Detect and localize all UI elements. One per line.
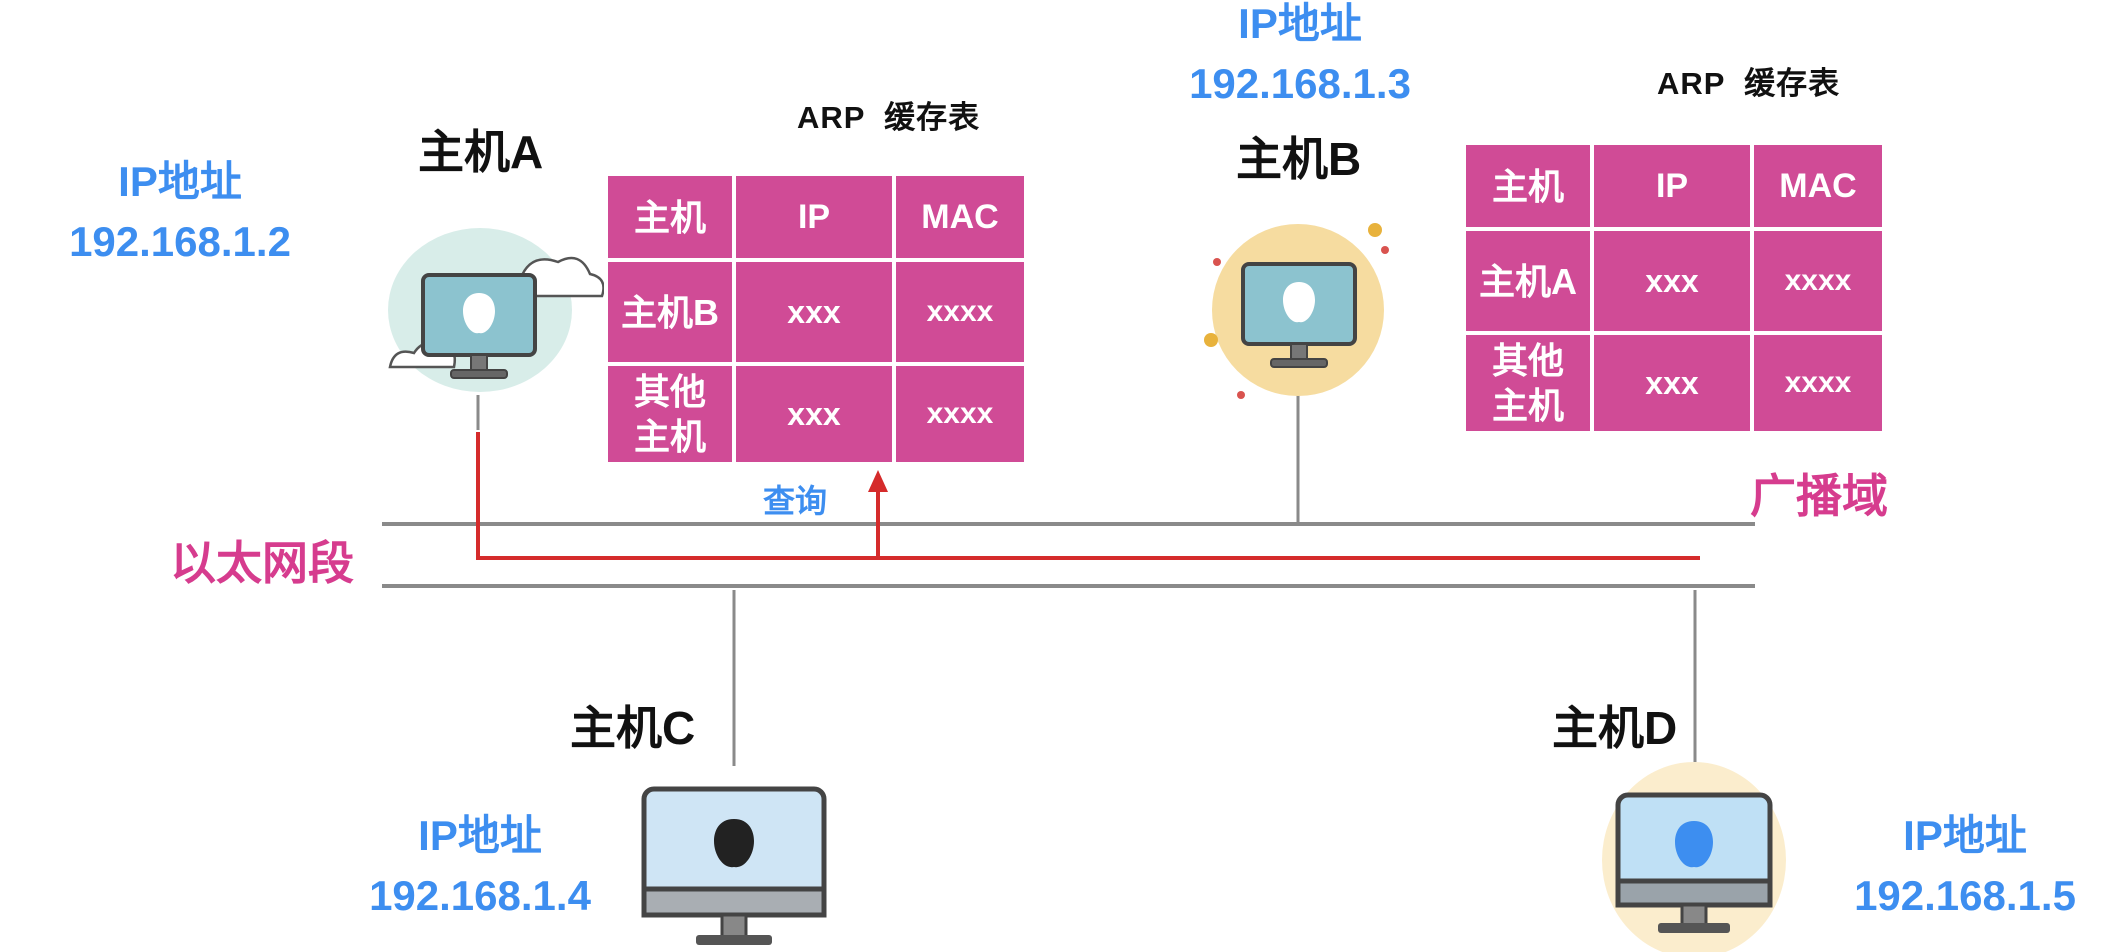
table-header-cell: 主机 [1466, 145, 1590, 227]
query-path [476, 432, 1700, 560]
table-cell-mac: xxxx [896, 262, 1024, 362]
table-header-cell: IP [1594, 145, 1750, 227]
table-header-row: 主机 IP MAC [608, 176, 1024, 258]
host-d-ip-label: IP地址 [1903, 812, 2027, 859]
table-row: 其他 主机 xxx xxxx [1466, 335, 1882, 431]
host-b-name: 主机B [1236, 133, 1362, 185]
arp-table-a-title: ARP 缓存表 [797, 100, 981, 135]
table-cell-host: 主机A [1466, 231, 1590, 331]
broadcast-domain-label: 广播域 [1750, 470, 1888, 522]
host-c-ip-block: IP地址 192.168.1.4 [355, 806, 605, 926]
computer-icon [641, 786, 827, 945]
table-row: 主机B xxx xxxx [608, 262, 1024, 362]
table-header-cell: MAC [1754, 145, 1882, 227]
host-a-ip: 192.168.1.2 [69, 218, 291, 265]
table-header-cell: IP [736, 176, 892, 258]
host-b-ip-label: IP地址 [1238, 0, 1362, 47]
table-cell-mac: xxxx [1754, 231, 1882, 331]
host-b-ip-block: IP地址 192.168.1.3 [1175, 0, 1425, 114]
host-c-ip: 192.168.1.4 [369, 872, 591, 919]
table-header-row: 主机 IP MAC [1466, 145, 1882, 227]
query-arrow-head [868, 470, 888, 492]
arp-table-b-title: ARP 缓存表 [1657, 66, 1841, 101]
query-label: 查询 [763, 483, 828, 519]
host-d-ip: 192.168.1.5 [1854, 872, 2076, 919]
computer-cloud-icon [1602, 762, 1786, 952]
table-row: 主机A xxx xxxx [1466, 231, 1882, 331]
computer-cloud-icon [388, 228, 605, 392]
host-c-ip-label: IP地址 [418, 812, 542, 859]
table-cell-mac: xxxx [896, 366, 1024, 462]
arp-table-a: 主机 IP MAC 主机B xxx xxxx 其他 主机 xxx xxxx [604, 172, 1028, 466]
table-cell-ip: xxx [1594, 231, 1750, 331]
table-cell-host: 其他 主机 [608, 366, 732, 462]
table-cell-mac: xxxx [1754, 335, 1882, 431]
host-c-name: 主机C [570, 702, 696, 754]
table-cell-ip: xxx [736, 262, 892, 362]
host-d-ip-block: IP地址 192.168.1.5 [1840, 806, 2090, 926]
host-a-name: 主机A [418, 126, 544, 178]
computer-sun-icon [1204, 223, 1389, 399]
host-b-ip: 192.168.1.3 [1189, 60, 1411, 107]
segment-label: 以太网段 [170, 537, 354, 589]
table-row: 其他 主机 xxx xxxx [608, 366, 1024, 462]
table-header-cell: MAC [896, 176, 1024, 258]
host-a-ip-block: IP地址 192.168.1.2 [55, 152, 305, 272]
table-cell-host: 主机B [608, 262, 732, 362]
arp-table-b: 主机 IP MAC 主机A xxx xxxx 其他 主机 xxx xxxx [1462, 141, 1886, 435]
table-cell-host: 其他 主机 [1466, 335, 1590, 431]
table-header-cell: 主机 [608, 176, 732, 258]
table-cell-ip: xxx [1594, 335, 1750, 431]
table-cell-ip: xxx [736, 366, 892, 462]
host-a-ip-label: IP地址 [118, 158, 242, 205]
host-d-name: 主机D [1552, 702, 1678, 754]
